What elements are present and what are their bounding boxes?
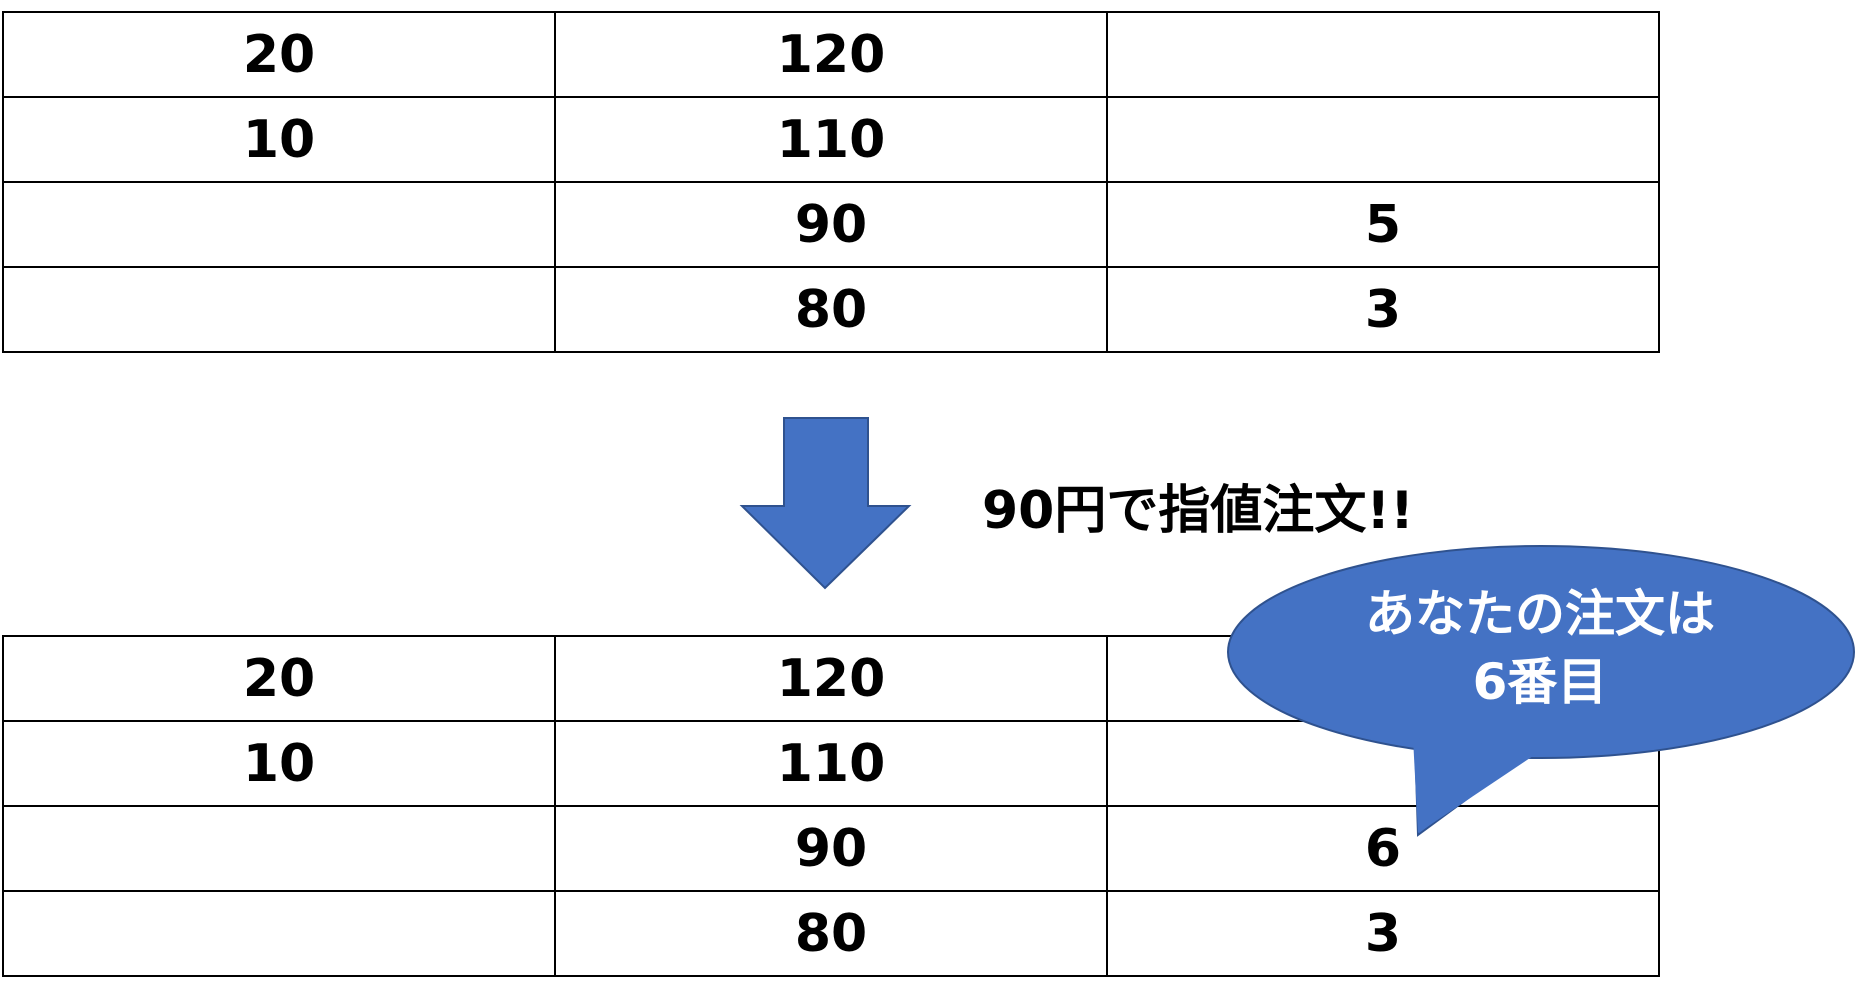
cell: 10 <box>2 720 556 807</box>
cell: 10 <box>2 96 556 183</box>
cell: 80 <box>554 266 1108 353</box>
cell: 90 <box>554 805 1108 892</box>
cell: 3 <box>1106 890 1660 977</box>
cell: 5 <box>1106 181 1660 268</box>
cell: 90 <box>554 181 1108 268</box>
cell <box>2 890 556 977</box>
cell <box>2 181 556 268</box>
speech-bubble <box>1227 545 1855 837</box>
action-label: 90円で指値注文!! <box>982 481 1414 541</box>
cell: 6 <box>1106 805 1660 892</box>
callout-line-2: 6番目 <box>1472 653 1608 711</box>
callout-text: あなたの注文は 6番目 <box>1300 580 1780 716</box>
cell: 3 <box>1106 266 1660 353</box>
cell: 120 <box>554 635 1108 722</box>
cell: 120 <box>554 11 1108 98</box>
callout-line-1: あなたの注文は <box>1365 585 1715 643</box>
cell <box>1106 11 1660 98</box>
cell: 80 <box>554 890 1108 977</box>
cell: 110 <box>554 96 1108 183</box>
cell: 20 <box>2 11 556 98</box>
cell: 110 <box>554 720 1108 807</box>
cell: 20 <box>2 635 556 722</box>
cell <box>2 266 556 353</box>
cell <box>1106 96 1660 183</box>
down-arrow-icon <box>739 417 912 590</box>
cell <box>2 805 556 892</box>
